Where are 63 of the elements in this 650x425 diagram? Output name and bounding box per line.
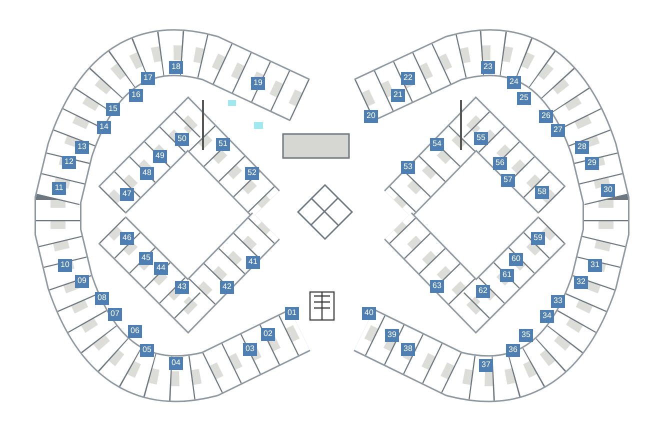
room-number: 52 bbox=[245, 166, 259, 180]
room-number: 62 bbox=[476, 284, 490, 298]
room-number: 33 bbox=[551, 294, 565, 308]
room-number: 25 bbox=[517, 92, 531, 104]
room-number: 61 bbox=[500, 268, 514, 282]
room-number: 10 bbox=[58, 258, 72, 272]
room-number: 30 bbox=[601, 184, 615, 196]
room-number: 57 bbox=[501, 174, 515, 186]
room-number: 02 bbox=[261, 328, 275, 340]
room-number: 03 bbox=[243, 342, 257, 356]
room-number: 44 bbox=[154, 262, 168, 274]
room-number: 23 bbox=[481, 60, 495, 74]
room-number: 43 bbox=[175, 280, 189, 294]
room-number: 08 bbox=[95, 292, 109, 304]
room-number: 50 bbox=[175, 132, 189, 146]
room-number: 29 bbox=[585, 156, 599, 170]
room-number: 36 bbox=[506, 344, 520, 356]
room-number: 11 bbox=[52, 182, 66, 194]
room-number: 34 bbox=[540, 310, 554, 322]
room-number: 09 bbox=[75, 274, 89, 288]
room-number: 20 bbox=[364, 110, 378, 122]
room-number: 18 bbox=[169, 60, 183, 74]
room-number: 37 bbox=[479, 358, 493, 372]
room-number: 41 bbox=[246, 256, 260, 268]
room-number: 32 bbox=[574, 276, 588, 288]
room-number: 58 bbox=[535, 186, 549, 198]
room-number: 56 bbox=[493, 156, 507, 170]
room-number: 40 bbox=[362, 306, 376, 320]
room-number: 31 bbox=[588, 258, 602, 272]
room-number: 47 bbox=[120, 188, 134, 200]
room-number: 15 bbox=[106, 102, 120, 116]
room-number: 60 bbox=[509, 252, 523, 266]
room-number: 59 bbox=[531, 232, 545, 244]
room-number: 07 bbox=[108, 308, 122, 320]
room-number: 13 bbox=[75, 140, 89, 154]
room-number: 05 bbox=[140, 344, 154, 356]
room-number: 01 bbox=[285, 306, 299, 320]
room-number: 27 bbox=[551, 124, 565, 136]
room-number: 35 bbox=[519, 328, 533, 342]
room-number: 24 bbox=[507, 76, 521, 88]
room-number: 45 bbox=[139, 252, 153, 264]
room-number: 28 bbox=[575, 140, 589, 154]
room-number: 21 bbox=[391, 88, 405, 102]
room-number: 38 bbox=[401, 342, 415, 356]
room-number: 46 bbox=[120, 232, 134, 244]
room-number: 12 bbox=[62, 156, 76, 168]
room-number: 26 bbox=[539, 110, 553, 122]
room-number: 04 bbox=[169, 356, 183, 370]
room-number: 54 bbox=[430, 138, 444, 150]
room-number: 22 bbox=[401, 72, 415, 84]
room-number: 55 bbox=[474, 132, 488, 144]
room-number: 14 bbox=[97, 120, 111, 134]
room-number: 06 bbox=[128, 324, 142, 338]
room-number: 63 bbox=[430, 280, 444, 292]
room-number: 49 bbox=[153, 150, 167, 162]
room-number: 16 bbox=[129, 88, 143, 102]
room-number: 39 bbox=[385, 328, 399, 342]
room-number: 19 bbox=[251, 76, 265, 90]
room-number: 42 bbox=[220, 280, 234, 294]
room-number: 48 bbox=[140, 166, 154, 180]
room-number: 51 bbox=[216, 138, 230, 150]
room-number: 53 bbox=[401, 160, 415, 174]
room-number: 17 bbox=[141, 72, 155, 84]
